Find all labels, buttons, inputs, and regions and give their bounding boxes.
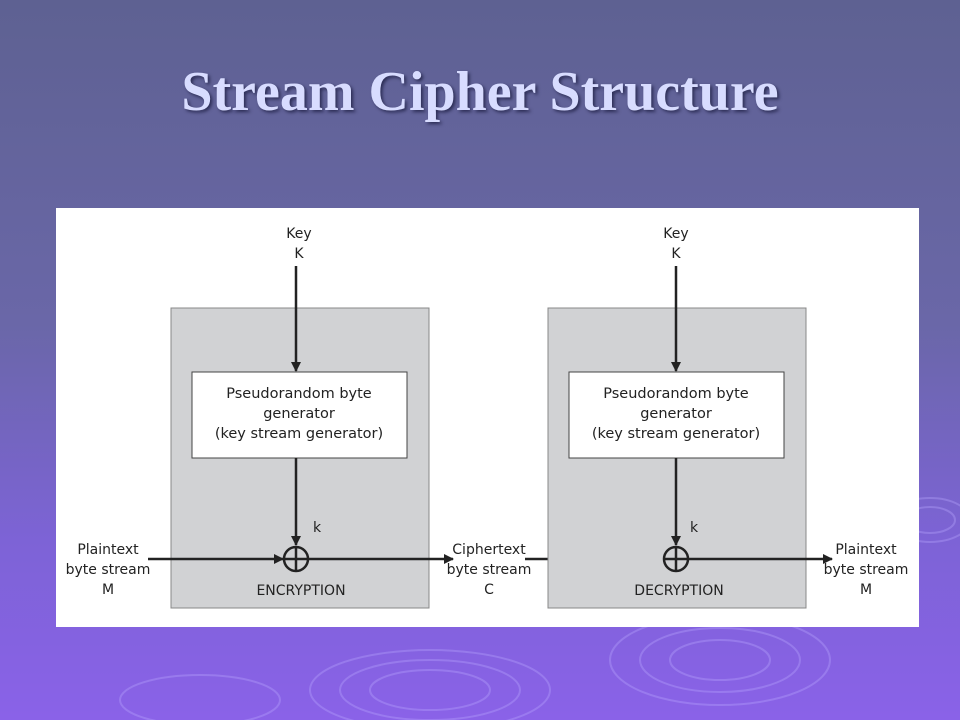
encryption-keystream-label: k — [313, 520, 322, 536]
stream-cipher-diagram: Pseudorandom byte generator (key stream … — [66, 226, 909, 609]
encryption-generator-line2: generator — [263, 406, 335, 422]
decryption-xor-icon — [662, 545, 690, 573]
plaintext-output-line3: M — [860, 582, 872, 598]
decryption-generator-line2: generator — [640, 406, 712, 422]
decryption-keystream-label: k — [690, 520, 699, 536]
plaintext-input-line1: Plaintext — [77, 542, 139, 558]
encryption-key-symbol: K — [294, 246, 304, 262]
encryption-generator-line3: (key stream generator) — [215, 426, 383, 442]
encryption-xor-icon — [282, 545, 310, 573]
decryption-generator-box — [568, 371, 785, 459]
ciphertext-line2: byte stream — [447, 562, 532, 578]
ciphertext-line1: Ciphertext — [452, 542, 526, 558]
encryption-key-label: Key — [286, 226, 311, 242]
ciphertext-line3: C — [484, 582, 494, 598]
encryption-generator-line1: Pseudorandom byte — [226, 386, 372, 402]
decryption-key-symbol: K — [671, 246, 681, 262]
plaintext-output-line2: byte stream — [824, 562, 909, 578]
decryption-generator-line3: (key stream generator) — [592, 426, 760, 442]
encryption-block-label: ENCRYPTION — [256, 583, 345, 599]
plaintext-input-line3: M — [102, 582, 114, 598]
decryption-block-label: DECRYPTION — [634, 583, 723, 599]
decryption-generator-line1: Pseudorandom byte — [603, 386, 749, 402]
plaintext-output-line1: Plaintext — [835, 542, 897, 558]
plaintext-input-line2: byte stream — [66, 562, 151, 578]
encryption-generator-box — [191, 371, 408, 459]
diagram-panel: Pseudorandom byte generator (key stream … — [56, 208, 919, 627]
decryption-key-label: Key — [663, 226, 688, 242]
slide-title: Stream Cipher Structure — [181, 61, 779, 123]
